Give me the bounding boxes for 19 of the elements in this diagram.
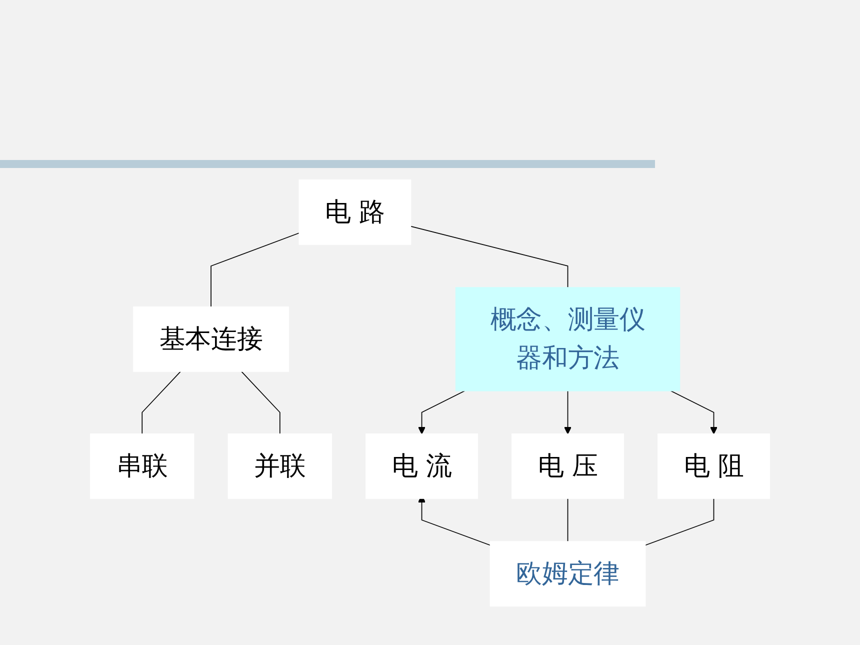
node-box <box>512 432 624 498</box>
node-box <box>228 432 332 498</box>
connector <box>410 225 568 288</box>
node-box <box>298 178 412 244</box>
node-box <box>455 286 680 391</box>
arrow <box>418 390 466 434</box>
arrow <box>670 390 718 434</box>
node-box <box>366 432 478 498</box>
connector <box>644 498 714 546</box>
connector <box>567 498 568 542</box>
arrow <box>564 390 572 434</box>
node-box <box>658 432 770 498</box>
connector <box>210 232 300 307</box>
node-box <box>133 306 289 372</box>
concept-map: 电 路 基本连接 串联 并联 概念、测量仪器和方法 电 流 电 压 电 阻 欧姆定律 <box>10 172 850 612</box>
connector <box>142 370 182 434</box>
node-box <box>490 540 646 606</box>
node-box <box>90 432 194 498</box>
connector <box>240 370 280 434</box>
